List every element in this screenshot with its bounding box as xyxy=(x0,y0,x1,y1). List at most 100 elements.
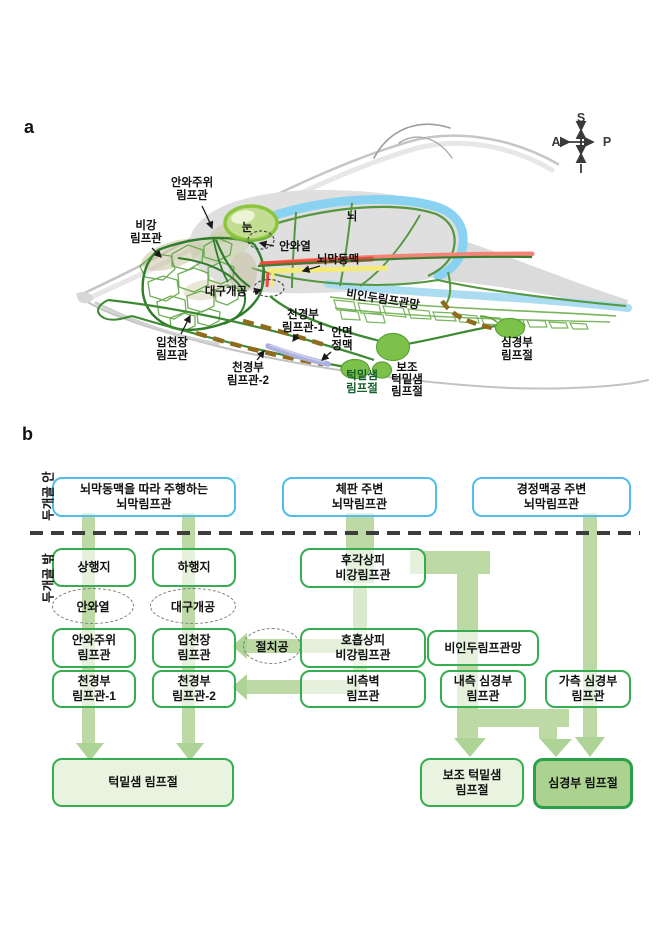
panel-a-letter: a xyxy=(24,117,35,137)
box-label-line: 림프관 xyxy=(77,648,111,662)
box-label-line: 림프관-1 xyxy=(72,689,116,703)
oval-orbital-fissure: 안와열 xyxy=(52,588,134,624)
label-deep-cervical-node: 심경부 xyxy=(501,335,533,349)
label-brain: 뇌 xyxy=(347,209,358,223)
box-label-line: 비인두림프관망 xyxy=(444,640,522,655)
box-deep-cervical-node: 심경부 림프절 xyxy=(533,758,633,809)
label-deep-cervical-vessel-2: 천경부 xyxy=(232,360,264,374)
flow-arrow-branch-into-deep-node xyxy=(540,739,572,757)
label-nasal-lymphatic: 림프관 xyxy=(130,231,162,245)
oval-greater-palatine-foramen: 대구개공 xyxy=(150,588,236,624)
box-label-line: 뇌막림프관 xyxy=(523,497,580,511)
label-deep-cervical-node: 림프절 xyxy=(501,348,533,362)
skull-boundary-dashed-line xyxy=(30,531,640,535)
flow-arrow-into-accessory-node xyxy=(454,738,486,757)
box-label-line: 상행지 xyxy=(77,560,111,574)
box-respiratory-epithelium: 호흡상피 비강림프관 xyxy=(300,628,426,668)
box-label-line: 체판 주변 xyxy=(335,482,384,496)
box-submandibular-node: 턱밑샘 림프절 xyxy=(52,758,234,807)
compass-inferior: I xyxy=(579,162,582,176)
oval-incisive-foramen: 절치공 xyxy=(243,628,301,664)
region-label-inside-skull: 두개골 안 xyxy=(41,471,56,521)
label-submandibular-node: 턱밑샘 xyxy=(346,368,378,382)
box-descending-branch: 하행지 xyxy=(152,548,236,587)
panel-a-illustration: a xyxy=(24,111,649,398)
box-olfactory-epithelium: 후각상피 비강림프관 xyxy=(300,548,426,588)
label-palatine-vessel: 림프관 xyxy=(156,348,188,362)
oval-label: 대구개공 xyxy=(170,599,216,614)
annotation-arrows xyxy=(151,205,332,361)
label-accessory-submandibular-node: 보조 xyxy=(396,361,418,374)
box-label-line: 내측 심경부 xyxy=(453,674,513,688)
compass-posterior: P xyxy=(603,135,611,149)
box-label-line: 보조 턱밑샘 xyxy=(442,767,502,782)
box-label-line: 하행지 xyxy=(177,560,211,574)
box-medial-deep-cervical: 내측 심경부 림프관 xyxy=(440,670,526,708)
label-accessory-submandibular-node: 턱밑샘 xyxy=(391,372,423,386)
box-label-line: 후각상피 xyxy=(340,553,386,567)
box-cribriform-plate-lymphatic: 체판 주변 뇌막림프관 xyxy=(282,477,437,517)
label-meningeal-artery: 뇌막동맥 xyxy=(317,252,359,266)
label-deep-cervical-vessel-1: 천경부 xyxy=(287,307,319,321)
box-label-line: 가측 심경부 xyxy=(558,674,618,688)
box-label-line: 경정맥공 주변 xyxy=(516,482,587,496)
oval-label: 절치공 xyxy=(255,639,289,654)
meningeal-artery-complex xyxy=(257,251,535,288)
box-deep-cervical-1: 천경부 림프관-1 xyxy=(52,670,136,708)
flow-arrow-col2-down xyxy=(176,743,204,761)
box-label-line: 비강림프관 xyxy=(335,648,391,662)
box-label-line: 림프관 xyxy=(571,689,605,703)
label-deep-cervical-vessel-1: 림프관-1 xyxy=(282,320,325,334)
label-submandibular-node: 림프절 xyxy=(346,381,378,395)
flow-arrow-col1-down xyxy=(76,743,104,761)
label-accessory-submandibular-node: 림프절 xyxy=(391,384,423,398)
flow-arrow-jugular-into-deep-node xyxy=(575,737,605,757)
compass-anterior: A xyxy=(551,135,560,149)
label-eye: 눈 xyxy=(242,221,253,234)
dural-lymphatic-vessels xyxy=(251,202,627,307)
box-label-line: 림프관 xyxy=(346,689,380,703)
lymph-nodes xyxy=(340,315,526,380)
label-facial-vein: 안면 xyxy=(331,325,352,339)
box-label-line: 입천장 xyxy=(177,633,211,647)
box-jugular-foramen-lymphatic: 경정맥공 주변 뇌막림프관 xyxy=(472,477,631,517)
box-label-line: 뇌막동맥을 따라 주행하는 xyxy=(79,482,209,496)
box-label-line: 비측벽 xyxy=(346,674,380,688)
label-periorbital-lymphatic: 안와주위 xyxy=(171,175,213,189)
box-label-line: 림프관 xyxy=(177,648,211,662)
label-palatine-vessel: 입천장 xyxy=(156,335,188,349)
box-label-line: 턱밑샘 림프절 xyxy=(108,775,178,789)
compass-superior: S xyxy=(577,111,585,125)
label-facial-vein: 정맥 xyxy=(331,338,352,352)
flow-band-medial-branch-stub xyxy=(539,709,557,739)
box-periorbital-lymphatic: 안와주위 림프관 xyxy=(52,628,136,668)
box-nasopharyngeal-network: 비인두림프관망 xyxy=(427,630,539,666)
box-label-line: 뇌막림프관 xyxy=(116,497,172,511)
box-accessory-submandibular-node: 보조 턱밑샘 림프절 xyxy=(420,758,524,807)
box-lateral-deep-cervical: 가측 심경부 림프관 xyxy=(545,670,631,708)
box-label-line: 천경부 xyxy=(177,674,211,688)
box-palatine-lymphatic: 입천장 림프관 xyxy=(152,628,236,668)
oval-label: 안와열 xyxy=(76,599,110,614)
label-nasal-lymphatic: 비강 xyxy=(135,218,157,232)
box-lateral-wall-lymphatic: 비측벽 림프관 xyxy=(300,670,426,708)
box-deep-cervical-2: 천경부 림프관-2 xyxy=(152,670,236,708)
panel-b-letter: b xyxy=(22,424,33,444)
orbital-fissure-marker xyxy=(247,230,275,250)
orientation-compass: S I A P xyxy=(551,111,611,176)
label-greater-palatine-foramen: 대구개공 xyxy=(205,284,248,298)
box-label-line: 천경부 xyxy=(77,674,111,688)
facial-vein-shape xyxy=(265,343,331,367)
region-label-outside-skull: 두개골 밖 xyxy=(41,553,56,603)
box-label-line: 비강림프관 xyxy=(335,568,391,582)
label-deep-cervical-vessel-2: 림프관-2 xyxy=(227,373,269,387)
box-ascending-branch: 상행지 xyxy=(52,548,136,587)
box-label-line: 림프관-2 xyxy=(172,689,216,703)
box-label-line: 림프절 xyxy=(455,782,489,797)
box-label-line: 심경부 림프절 xyxy=(548,776,618,790)
box-label-line: 림프관 xyxy=(466,689,500,703)
box-label-line: 안와주위 xyxy=(71,633,117,647)
label-periorbital-lymphatic: 림프관 xyxy=(176,188,208,202)
box-label-line: 뇌막림프관 xyxy=(331,497,388,511)
